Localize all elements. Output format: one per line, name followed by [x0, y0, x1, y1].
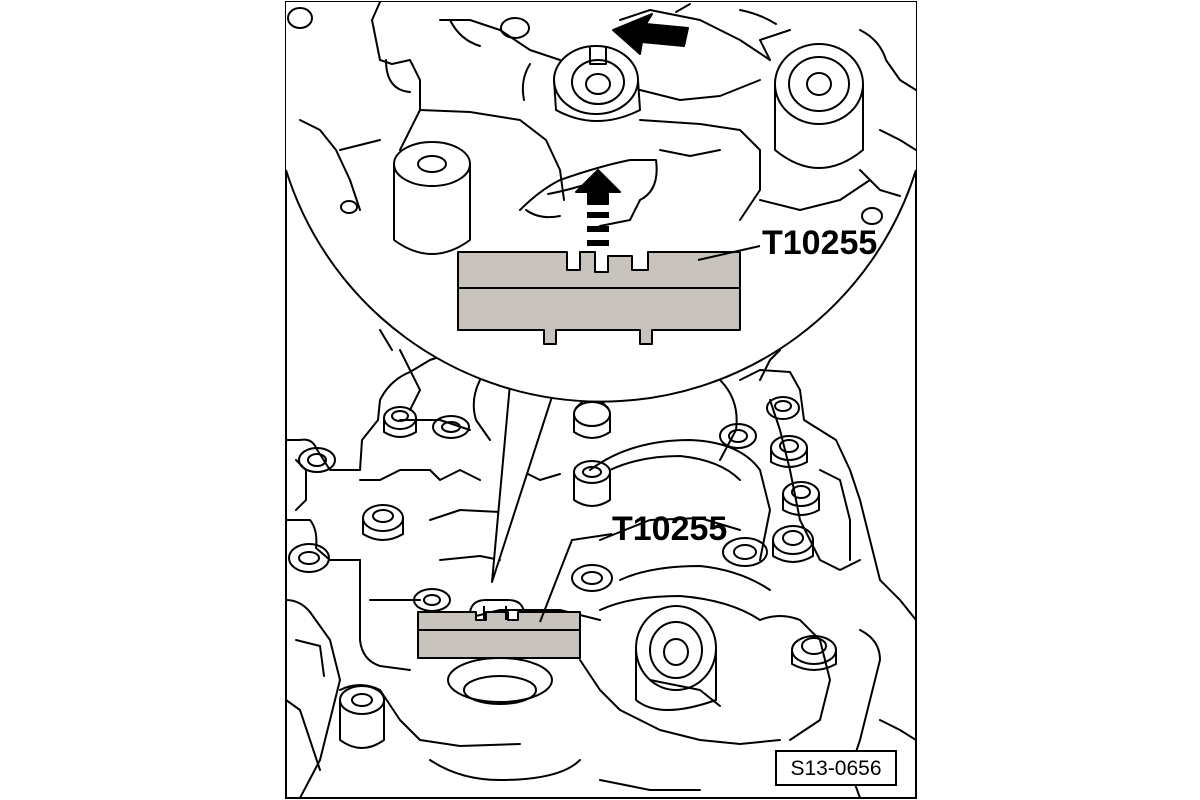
arrow-up-icon [575, 169, 621, 246]
figure-code: S13-0656 [790, 757, 881, 780]
callout-label-upper: T10255 [762, 224, 877, 262]
tool-t10255-upper [457, 251, 741, 345]
leader-line-lower [539, 533, 613, 623]
figure-code-box: S13-0656 [775, 750, 897, 786]
gearbox-housing-lower [286, 309, 916, 798]
magnifier-circle-edge [285, 169, 917, 403]
leader-line-upper [697, 245, 761, 261]
magnifier-detail [285, 2, 917, 403]
callout-label-lower: T10255 [612, 510, 727, 548]
callout-pointer [491, 361, 561, 583]
arrow-left-icon [612, 13, 689, 55]
tool-t10255-lower [417, 599, 581, 659]
